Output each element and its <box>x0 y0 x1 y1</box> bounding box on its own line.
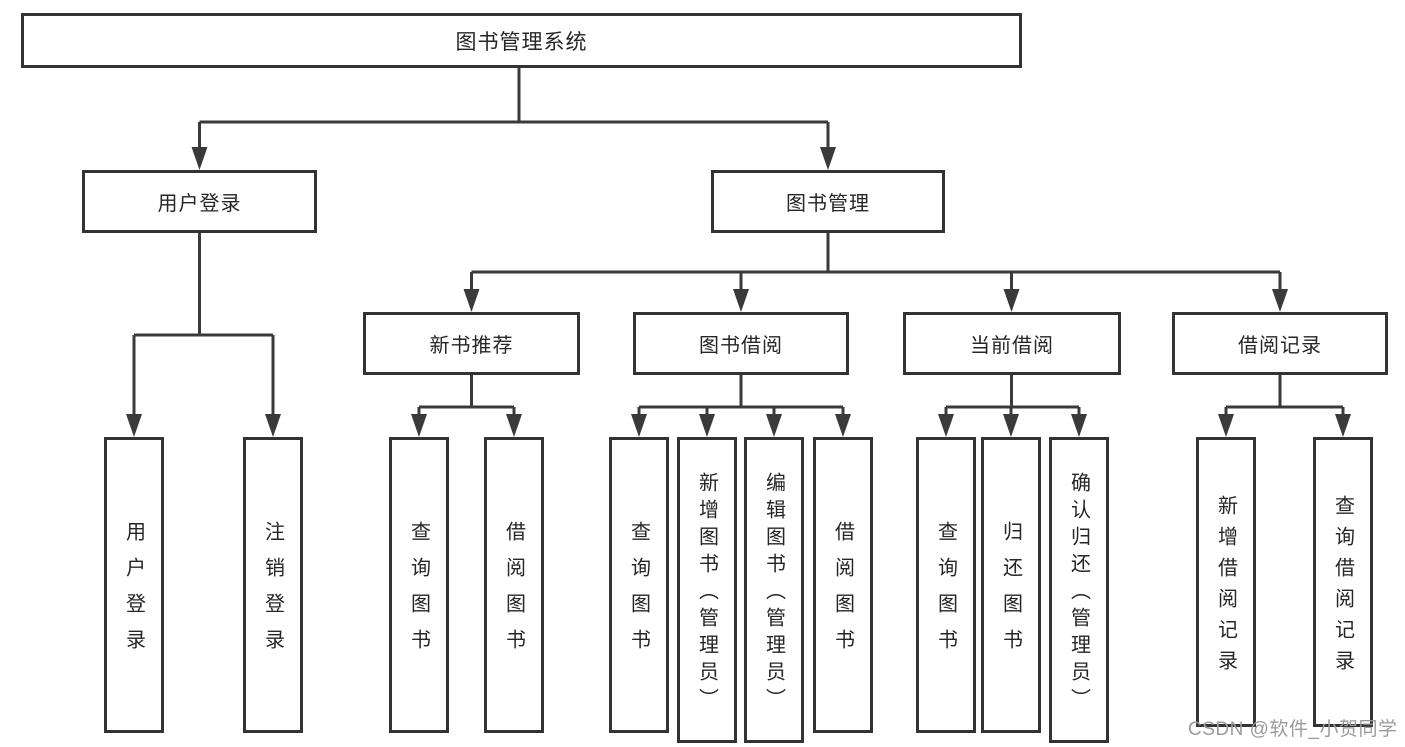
node-book-management: 图书管理 <box>711 170 945 233</box>
node-label: 编辑图书（管理员） <box>762 472 785 715</box>
node-label: 图书管理系统 <box>455 30 588 54</box>
node-label: 查询借阅记录 <box>1331 494 1354 681</box>
node-user-login: 用户登录 <box>82 170 317 233</box>
node-new-book-recommendation: 新书推荐 <box>363 312 580 375</box>
node-label: 新增借阅记录 <box>1214 494 1237 681</box>
node-label: 新增图书（管理员） <box>695 472 718 715</box>
node-label: 确认归还（管理员） <box>1067 472 1090 715</box>
csdn-watermark: CSDN @软件_小贺同学 <box>1188 719 1398 740</box>
node-label: 查询图书 <box>627 521 650 665</box>
node-label: 图书借阅 <box>699 335 783 357</box>
node-add-borrow-record: 新增借阅记录 <box>1196 437 1256 727</box>
node-borrow-books-2: 借阅图书 <box>813 437 873 733</box>
node-logout: 注销登录 <box>243 437 303 733</box>
node-label: 用户登录 <box>122 521 145 665</box>
node-label: 图书管理 <box>786 193 870 215</box>
node-borrowing-records: 借阅记录 <box>1172 312 1388 375</box>
node-query-books-1: 查询图书 <box>389 437 449 733</box>
node-borrow-books-1: 借阅图书 <box>484 437 544 733</box>
node-library-management-system: 图书管理系统 <box>21 13 1022 68</box>
node-edit-book-admin: 编辑图书（管理员） <box>744 437 804 743</box>
node-label: 借阅图书 <box>502 521 525 665</box>
node-label: 借阅图书 <box>831 521 854 665</box>
node-add-book-admin: 新增图书（管理员） <box>677 437 737 743</box>
node-label: 查询图书 <box>407 521 430 665</box>
node-current-borrowing: 当前借阅 <box>903 312 1121 375</box>
node-user-login-leaf: 用户登录 <box>104 437 164 733</box>
node-label: 当前借阅 <box>970 335 1054 357</box>
node-query-books-2: 查询图书 <box>609 437 669 733</box>
node-confirm-return-admin: 确认归还（管理员） <box>1049 437 1109 743</box>
node-label: 查询图书 <box>934 521 957 665</box>
node-label: 归还图书 <box>999 521 1022 665</box>
node-query-books-3: 查询图书 <box>916 437 976 733</box>
node-label: 用户登录 <box>157 193 242 215</box>
node-book-borrowing: 图书借阅 <box>633 312 849 375</box>
node-label: 新书推荐 <box>429 335 514 357</box>
node-label: 注销登录 <box>261 521 284 665</box>
node-label: 借阅记录 <box>1238 335 1322 357</box>
node-return-book: 归还图书 <box>981 437 1041 733</box>
node-query-borrow-record: 查询借阅记录 <box>1313 437 1373 727</box>
